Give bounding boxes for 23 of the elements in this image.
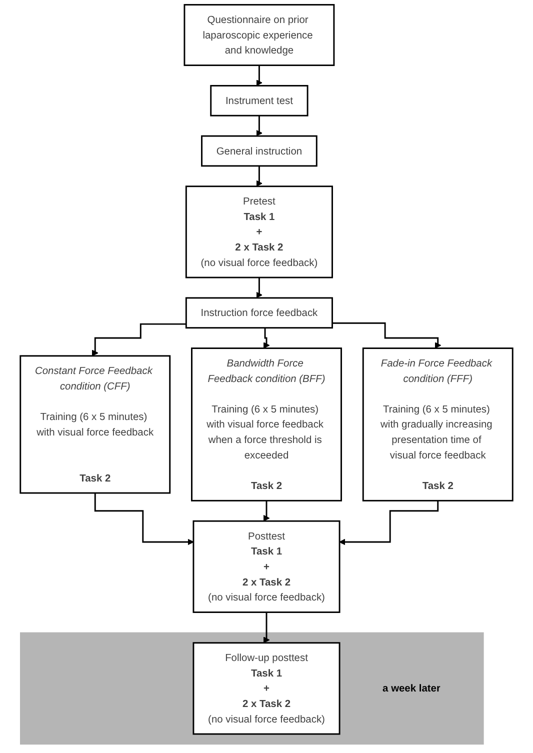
node-box (185, 297, 333, 329)
arrow (92, 323, 186, 356)
arrow (332, 322, 442, 349)
arrow (256, 64, 262, 86)
arrow (94, 492, 194, 546)
node-box (185, 186, 333, 278)
node-box (192, 520, 340, 613)
node-box (201, 135, 318, 167)
node-box (362, 348, 514, 502)
arrow (256, 114, 262, 136)
cluster (20, 632, 484, 745)
arrow (263, 612, 270, 644)
node-box (210, 84, 308, 116)
arrow (263, 327, 270, 349)
flowchart: a week later Questionnaire on prior laparoscopic experience and knowledge Instrument test General instruction Pretest Task 1 + 2 x Task 2 (no visual force feedback) Instruction force feedback Constant Force Feedback condition (CFF) Training (6 x 5 minutes) with visual force feedback Task 2 Bandwidth Force Feedback condition (BFF) Training (6 x 5 minutes) with visual force feedback when a force threshold is exceeded Task 2 Fade-in Force Feedback condition (FFF) Training (6 x 5 minutes) with gradually increasing presentation time of visual force feedback Task 2 Posttest Task 1 + 2 x Task 2 (no visual force feedback) Follow-up posttest Task 1 + 2 x Task 2 (no visual force feedback) (16, 0, 517, 749)
node-box (191, 348, 342, 502)
arrow (263, 500, 270, 522)
arrow (339, 500, 439, 546)
node-box (192, 642, 340, 735)
arrow (256, 276, 262, 298)
node-box (184, 4, 335, 66)
arrow (256, 165, 262, 187)
node-box (20, 355, 171, 494)
